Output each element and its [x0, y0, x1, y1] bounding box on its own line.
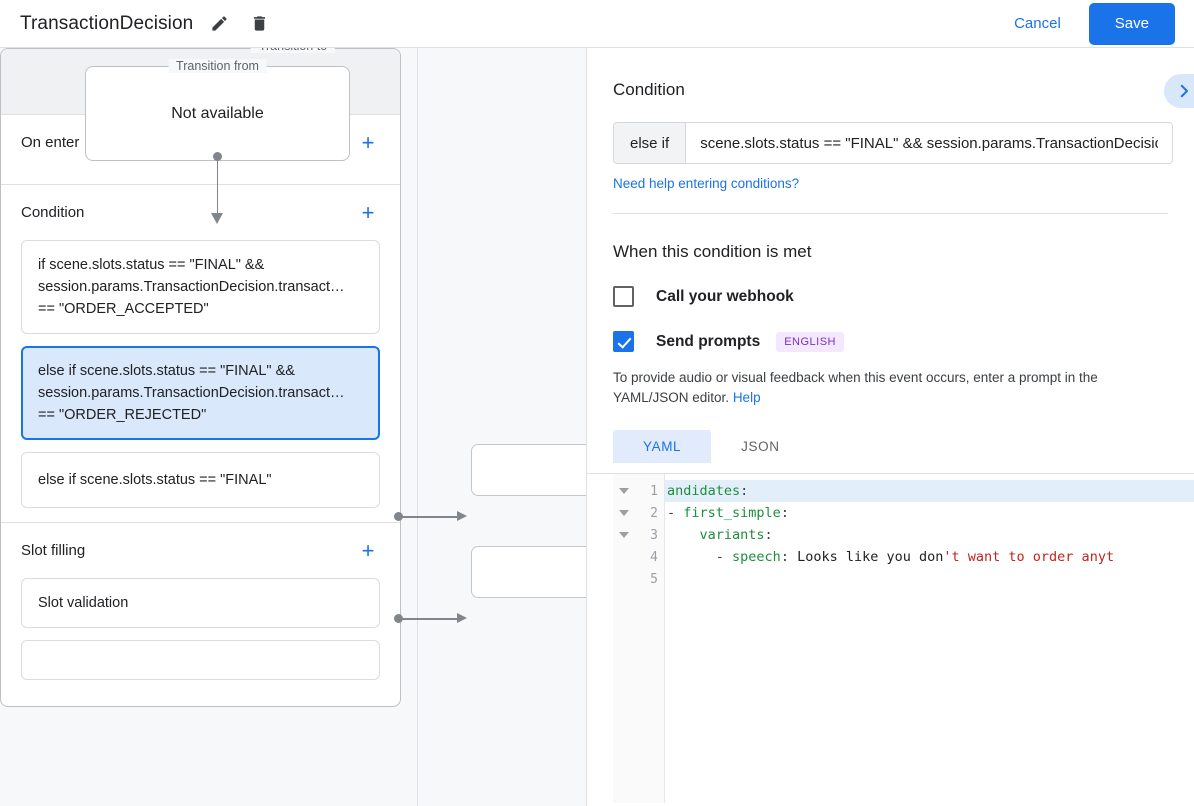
- code-token: :: [740, 483, 749, 499]
- send-prompts-label: Send prompts: [656, 332, 761, 350]
- code-token: andidates: [667, 483, 741, 499]
- transition-connector-line: [216, 156, 218, 218]
- condition-help-link[interactable]: Need help entering conditions?: [613, 176, 800, 191]
- prompts-description-text: To provide audio or visual feedback when…: [613, 370, 1098, 405]
- section-title-slot-filling: Slot filling: [21, 542, 86, 559]
- fold-triangle-icon[interactable]: [619, 532, 629, 538]
- condition-line: == "ORDER_REJECTED": [38, 407, 207, 423]
- condition-connector-arrow-rejected: [457, 613, 467, 623]
- editor-code-line: - speech: Looks like you don't want to o…: [665, 546, 1194, 568]
- editor-code-area[interactable]: andidates:- first_simple: variants: - sp…: [665, 474, 1194, 803]
- section-condition: Condition + if scene.slots.status == "FI…: [1, 184, 400, 522]
- editor-line-number: 4: [650, 549, 658, 565]
- condition-connector-line-accepted: [399, 516, 461, 518]
- send-prompts-checkbox[interactable]: [613, 331, 634, 352]
- target-node-accepted[interactable]: [471, 444, 586, 496]
- language-badge: ENGLISH: [776, 331, 844, 352]
- code-token: :: [780, 549, 798, 565]
- pencil-icon[interactable]: [205, 10, 233, 38]
- graph-canvas[interactable]: Transition from Not available Transition…: [0, 48, 586, 806]
- condition-line: == "ORDER_ACCEPTED": [38, 301, 209, 317]
- section-header-on-enter: On enter +: [21, 115, 380, 170]
- editor-line-number: 1: [613, 480, 664, 502]
- section-header-condition: Condition +: [21, 185, 380, 240]
- slot-card-partial[interactable]: [21, 640, 380, 680]
- code-token: variants: [699, 527, 765, 543]
- target-node-rejected[interactable]: [471, 546, 586, 598]
- fold-triangle-icon[interactable]: [619, 488, 629, 494]
- condition-card-rejected[interactable]: else if scene.slots.status == "FINAL" &&…: [21, 346, 380, 440]
- code-token: Looks like you don: [797, 549, 944, 565]
- fold-triangle-icon[interactable]: [619, 510, 629, 516]
- code-token: 't want to order anyt: [943, 549, 1115, 565]
- transition-to-legend: Transition to: [250, 48, 336, 53]
- transition-from-legend: Transition from: [168, 59, 267, 73]
- section-title-condition: Condition: [21, 204, 85, 221]
- cancel-button[interactable]: Cancel: [1002, 7, 1073, 40]
- details-panel: Condition else if Need help entering con…: [586, 48, 1194, 806]
- editor-tabs: YAML JSON: [613, 430, 1168, 463]
- prompts-help-link[interactable]: Help: [732, 390, 761, 405]
- save-button[interactable]: Save: [1088, 2, 1175, 45]
- webhook-row[interactable]: Call your webhook: [613, 286, 1168, 307]
- code-token: :: [764, 527, 773, 543]
- chevron-right-icon[interactable]: [1164, 74, 1194, 108]
- condition-connector-line-rejected: [399, 618, 461, 620]
- code-token: -: [667, 549, 733, 565]
- condition-line: if scene.slots.status == "FINAL" &&: [38, 257, 265, 273]
- condition-prefix-label: else if: [614, 123, 687, 163]
- section-title-on-enter: On enter: [21, 134, 80, 151]
- condition-line: session.params.TransactionDecision.trans…: [38, 279, 345, 295]
- code-token: -: [667, 505, 684, 521]
- editor-line-number: 5: [650, 571, 658, 587]
- panel-divider: [613, 213, 1168, 214]
- condition-card-accepted[interactable]: if scene.slots.status == "FINAL" && sess…: [21, 240, 380, 334]
- prompts-description: To provide audio or visual feedback when…: [613, 368, 1173, 408]
- when-met-heading: When this condition is met: [613, 242, 812, 261]
- send-prompts-row[interactable]: Send prompts ENGLISH: [613, 331, 1168, 352]
- call-webhook-checkbox[interactable]: [613, 286, 634, 307]
- transition-from-value: Not available: [171, 104, 264, 122]
- section-slot-filling: Slot filling + Slot validation: [1, 522, 400, 706]
- editor-code-line: variants:: [665, 524, 1194, 546]
- transition-from-box: Transition from Not available: [85, 59, 350, 161]
- section-header-slot-filling: Slot filling +: [21, 523, 380, 578]
- condition-connector-dot-accepted: [394, 512, 403, 521]
- call-webhook-label: Call your webhook: [656, 287, 794, 305]
- transition-connector-arrow: [211, 213, 223, 224]
- page-title: TransactionDecision: [20, 12, 194, 34]
- add-slot-filling-icon[interactable]: +: [361, 537, 375, 563]
- add-condition-icon[interactable]: +: [361, 199, 375, 225]
- when-condition-met-section: When this condition is met Call your web…: [587, 214, 1194, 803]
- condition-input-row[interactable]: else if: [613, 122, 1173, 164]
- condition-connector-dot-rejected: [394, 614, 403, 623]
- condition-heading: Condition: [613, 80, 685, 99]
- editor-code-line: - first_simple:: [665, 502, 1194, 524]
- top-bar: TransactionDecision Cancel Save: [0, 0, 1194, 48]
- tab-yaml[interactable]: YAML: [613, 430, 712, 463]
- code-token: speech: [732, 549, 781, 565]
- condition-connector-arrow-accepted: [457, 511, 467, 521]
- editor-code-line: andidates:: [665, 480, 1194, 502]
- condition-input[interactable]: [686, 123, 1172, 163]
- condition-line: session.params.TransactionDecision.trans…: [38, 385, 345, 401]
- editor-line-number: 2: [613, 502, 664, 524]
- editor-code-line: [665, 568, 1194, 590]
- add-on-enter-icon[interactable]: +: [361, 129, 375, 155]
- condition-line: else if scene.slots.status == "FINAL" &&: [38, 363, 295, 379]
- slot-validation-card[interactable]: Slot validation: [21, 578, 380, 628]
- code-token: [667, 527, 700, 543]
- canvas-rail: [417, 48, 418, 806]
- trash-icon[interactable]: [245, 10, 273, 38]
- condition-line: else if scene.slots.status == "FINAL": [38, 472, 272, 488]
- condition-section: Condition else if Need help entering con…: [587, 48, 1194, 214]
- code-token: first_simple: [683, 505, 781, 521]
- condition-card-final[interactable]: else if scene.slots.status == "FINAL": [21, 452, 380, 508]
- code-token: :: [780, 505, 789, 521]
- editor-line-number: 3: [613, 524, 664, 546]
- tab-json[interactable]: JSON: [741, 439, 780, 454]
